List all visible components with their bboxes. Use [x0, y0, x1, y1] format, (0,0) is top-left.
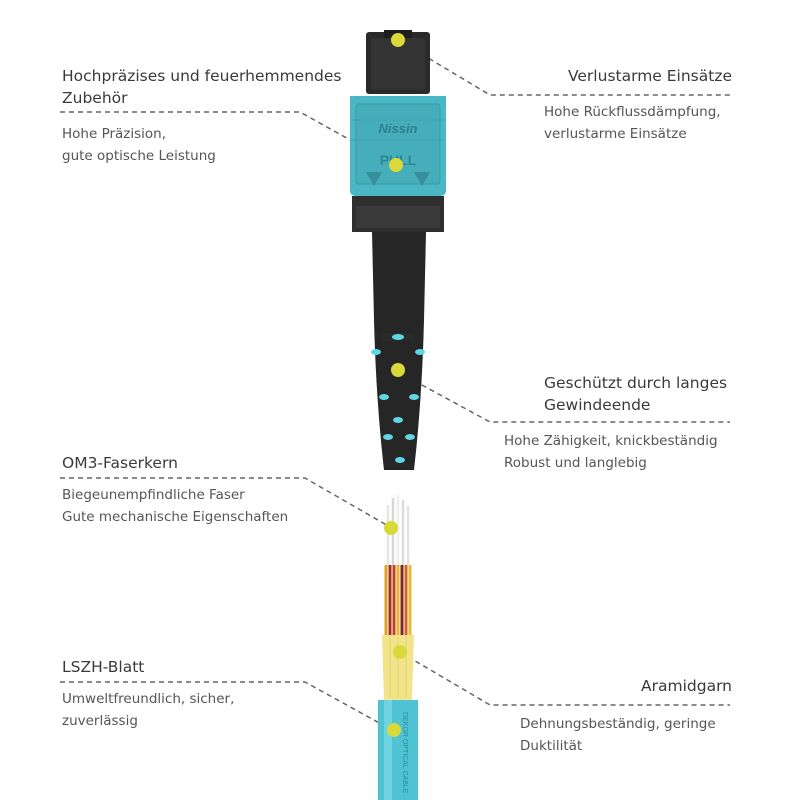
feature-desc: Dehnungsbeständig, geringe Duktilität	[520, 716, 716, 754]
feature-desc: Hohe Rückflussdämpfung, verlustarme Eins…	[544, 104, 721, 142]
dot-aramid	[393, 645, 407, 659]
dot-accessory	[389, 158, 403, 172]
dot-core	[384, 521, 398, 535]
feature-aramid: Aramidgarn Dehnungsbeständig, geringe Du…	[492, 675, 732, 757]
feature-desc: Hohe Präzision, gute optische Leistung	[62, 126, 216, 164]
feature-title: LSZH-Blatt	[62, 658, 145, 676]
leader-core	[60, 477, 391, 528]
buffered-fibers	[384, 565, 412, 635]
feature-desc: Hohe Zähigkeit, knickbeständig Robust un…	[504, 433, 718, 471]
feature-title: Geschützt durch langes Gewindeende	[544, 374, 728, 414]
feature-accessory: Hochpräzises und feuerhemmendes Zubehör …	[62, 65, 352, 167]
feature-desc: Umweltfreundlich, sicher, zuverlässig	[62, 691, 235, 729]
connector-boot	[371, 232, 426, 470]
dot-sheath	[387, 723, 401, 737]
marker-dots	[384, 33, 407, 737]
leader-lines	[60, 39, 730, 731]
feature-desc: Biegeunempfindliche Faser Gute mechanisc…	[62, 487, 289, 525]
dot-thread	[391, 363, 405, 377]
feature-title: Aramidgarn	[641, 677, 732, 695]
connector-housing	[366, 30, 430, 94]
feature-core: OM3-Faserkern Biegeunempfindliche Faser …	[62, 452, 352, 528]
feature-title: OM3-Faserkern	[62, 454, 178, 472]
dot-inserts	[391, 33, 405, 47]
brand-logo: Nissin	[378, 121, 417, 136]
leader-aramid	[399, 651, 730, 706]
cable-print: DEKOR OPTICAL CABLE	[401, 712, 408, 794]
aramid-yarn	[382, 635, 414, 700]
feature-title: Verlustarme Einsätze	[568, 67, 732, 85]
connector-latch: Nissin PULL	[350, 96, 446, 196]
feature-sheath: LSZH-Blatt Umweltfreundlich, sicher, zuv…	[62, 656, 352, 732]
feature-title: Hochpräzises und feuerhemmendes Zubehör	[62, 67, 342, 107]
leader-thread	[397, 371, 730, 423]
leader-sheath	[60, 681, 393, 731]
feature-inserts: Verlustarme Einsätze Hohe Rückflussdämpf…	[492, 65, 732, 145]
connector-collar	[352, 196, 444, 232]
feature-thread: Geschützt durch langes Gewindeende Hohe …	[492, 372, 732, 474]
outer-jacket: DEKOR OPTICAL CABLE	[378, 700, 418, 800]
